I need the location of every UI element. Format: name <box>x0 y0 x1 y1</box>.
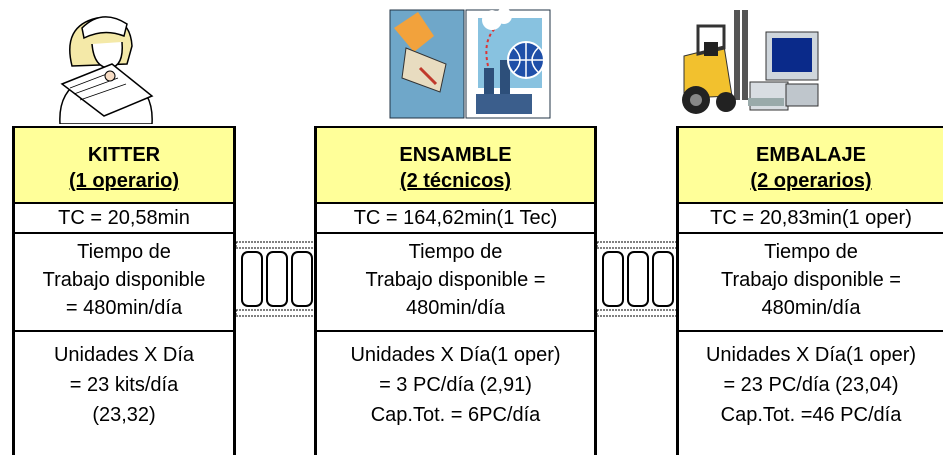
station-header: EMBALAJE (2 operarios) <box>679 126 943 204</box>
available-line-3: 480min/día <box>761 297 861 319</box>
station-name: KITTER <box>87 144 161 166</box>
units-line-3: Cap.Tot. =46 PC/día <box>720 404 902 426</box>
station-staff: (2 técnicos) <box>399 170 512 192</box>
station-name: ENSAMBLE <box>399 144 512 166</box>
available-time: Tiempo de Trabajo disponible = 480min/dí… <box>15 234 233 332</box>
station-staff: (2 operarios) <box>750 170 872 192</box>
available-line-2: Trabajo disponible = <box>721 269 901 291</box>
units-line-2: = 23 PC/día (23,04) <box>723 374 899 396</box>
station-staff: (1 operario) <box>68 170 180 192</box>
cycle-time: TC = 164,62min(1 Tec) <box>317 204 594 234</box>
units-line-3: Cap.Tot. = 6PC/día <box>370 404 541 426</box>
units-per-day: Unidades X Día = 23 kits/día (23,32) <box>15 332 233 430</box>
station-header: ENSAMBLE (2 técnicos) <box>317 126 594 204</box>
available-line-2: Trabajo disponible <box>42 269 206 291</box>
factory-globe-icon <box>389 8 551 119</box>
conveyor-icon <box>597 241 679 317</box>
units-per-day: Unidades X Día(1 oper) = 23 PC/día (23,0… <box>679 332 943 430</box>
units-line-1: Unidades X Día(1 oper) <box>350 344 561 366</box>
station-kitter: KITTER (1 operario) TC = 20,58min Tiempo… <box>12 126 236 455</box>
units-line-3: (23,32) <box>92 404 156 426</box>
available-time: Tiempo de Trabajo disponible = 480min/dí… <box>679 234 943 332</box>
units-line-1: Unidades X Día <box>53 344 195 366</box>
units-line-1: Unidades X Día(1 oper) <box>705 344 917 366</box>
units-per-day: Unidades X Día(1 oper) = 3 PC/día (2,91)… <box>317 332 594 430</box>
available-line-1: Tiempo de <box>408 241 503 263</box>
available-line-3: = 480min/día <box>65 297 183 319</box>
available-time: Tiempo de Trabajo disponible = 480min/dí… <box>317 234 594 332</box>
cycle-time: TC = 20,83min(1 oper) <box>679 204 943 234</box>
engineer-with-blueprint-icon <box>59 16 154 124</box>
conveyor-icon <box>236 241 318 317</box>
forklift-computer-icon <box>682 10 819 114</box>
available-line-1: Tiempo de <box>764 241 858 263</box>
units-line-2: = 23 kits/día <box>69 374 179 396</box>
station-header: KITTER (1 operario) <box>15 126 233 204</box>
station-embalaje: EMBALAJE (2 operarios) TC = 20,83min(1 o… <box>676 126 943 455</box>
available-line-2: Trabajo disponible = <box>365 269 546 291</box>
available-line-1: Tiempo de <box>77 241 171 263</box>
station-name: EMBALAJE <box>755 144 866 166</box>
station-ensamble: ENSAMBLE (2 técnicos) TC = 164,62min(1 T… <box>314 126 597 455</box>
cycle-time: TC = 20,58min <box>15 204 233 234</box>
available-line-3: 480min/día <box>406 297 505 319</box>
units-line-2: = 3 PC/día (2,91) <box>379 374 532 396</box>
